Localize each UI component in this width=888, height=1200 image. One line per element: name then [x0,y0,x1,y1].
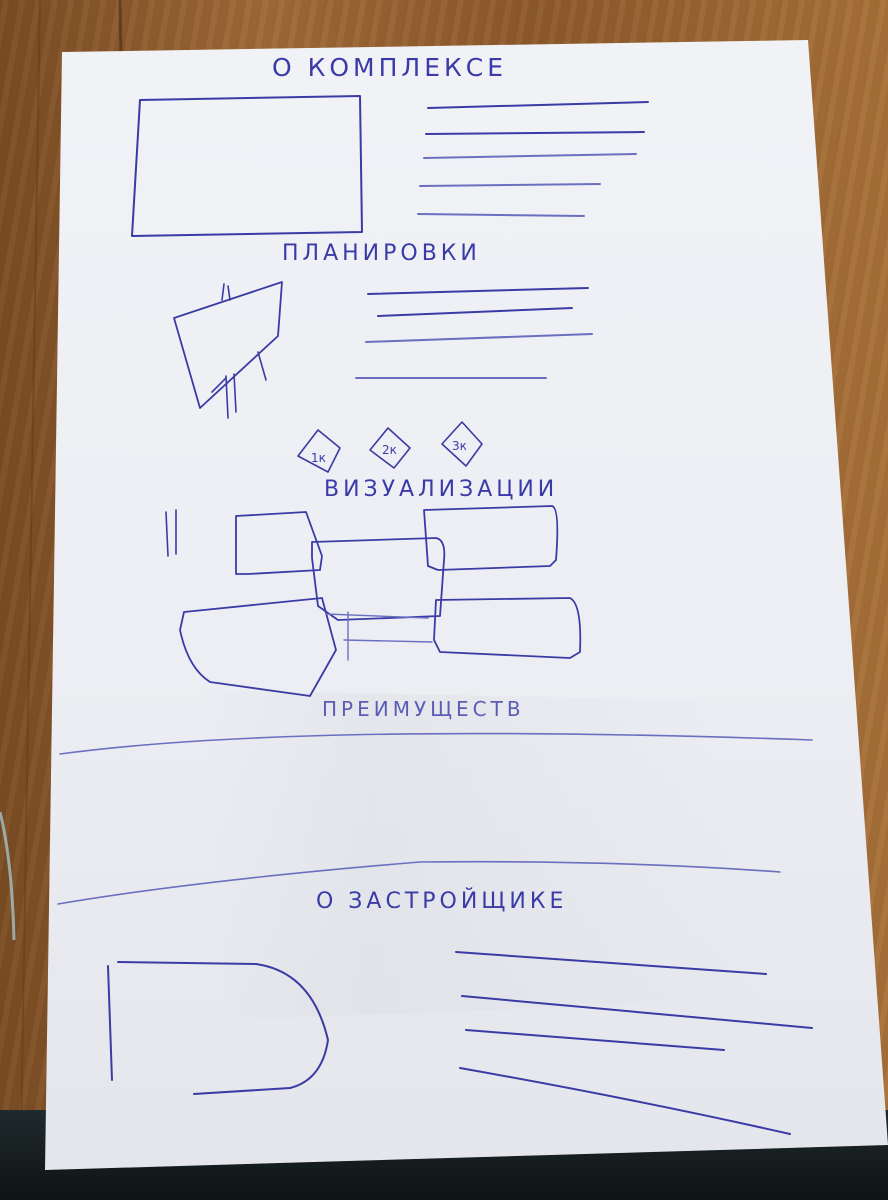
section-title-about-complex: О КОМПЛЕКСЕ [272,53,507,82]
about-developer-image-placeholder [107,961,329,1095]
advantages-bottom-divider [57,860,781,905]
about-developer-text-lines [455,951,813,1135]
about-complex-text-lines [417,101,649,217]
section-title-visualizations: ВИЗУАЛИЗАЦИИ [324,477,558,502]
about-complex-image-placeholder [131,95,363,237]
svg-text:2к: 2к [382,443,397,457]
layout-tag-1k[interactable]: 1к [297,429,341,473]
layout-tag-3k[interactable]: 3к [441,421,483,467]
svg-text:3к: 3к [452,439,467,453]
section-title-layouts: ПЛАНИРОВКИ [282,241,481,266]
section-title-advantages: ПРЕИМУЩЕСТВ [322,697,525,721]
advantages-top-divider [59,732,813,755]
paper-shadow [200,690,760,1020]
layouts-floor-plan-sketch [173,281,283,419]
layouts-text-lines [355,287,593,379]
layout-tag-2k[interactable]: 2к [369,427,411,469]
visualizations-gallery-sketch [165,505,582,697]
section-title-about-developer: О ЗАСТРОЙЩИКЕ [316,888,567,914]
svg-text:1к: 1к [311,451,326,465]
